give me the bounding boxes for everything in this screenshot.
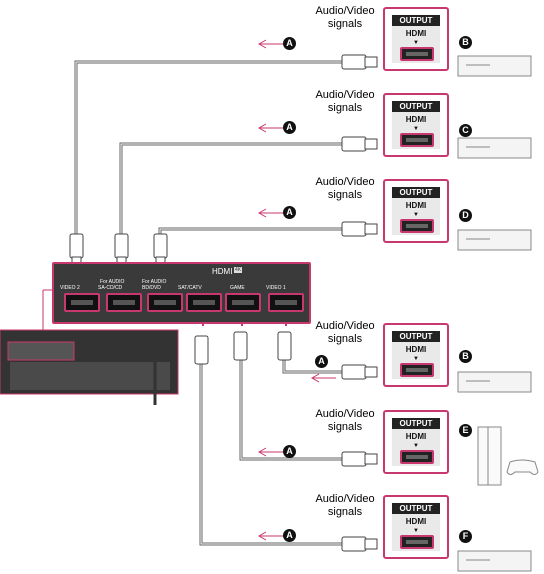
hdmi-label: HDMI — [405, 432, 427, 441]
down-triangle-icon: ▼ — [413, 126, 419, 132]
4k-badge: 4K — [234, 267, 243, 273]
output-label: OUTPUT — [392, 15, 440, 26]
device-output-panel: OUTPUT HDMI ▼ — [383, 7, 449, 71]
hdmi-panel-title: HDMI — [212, 267, 233, 276]
hdmi-label: HDMI — [405, 201, 427, 210]
down-triangle-icon: ▼ — [413, 212, 419, 218]
hdmi-label: HDMI — [405, 115, 427, 124]
output-label: OUTPUT — [392, 503, 440, 514]
device-output-panel: OUTPUT HDMI ▼ — [383, 179, 449, 243]
hdmi-label: HDMI — [405, 29, 427, 38]
callout-a: A — [283, 445, 296, 458]
hdmi-output-port — [400, 133, 434, 147]
signal-arrows — [257, 39, 336, 541]
receiver-unit — [0, 289, 179, 405]
device-badge: B — [459, 36, 472, 49]
hdmi-label: HDMI — [405, 345, 427, 354]
callout-a: A — [283, 37, 296, 50]
device-badge: F — [459, 530, 472, 543]
device-plugs — [341, 54, 378, 552]
hdmi-output-port — [400, 363, 434, 377]
hdmi-output-port — [400, 450, 434, 464]
port-label: SA-CD/CD — [98, 285, 123, 291]
hdmi-input-port — [268, 293, 304, 312]
down-triangle-icon: ▼ — [413, 443, 419, 449]
callout-a: A — [315, 355, 328, 368]
down-triangle-icon: ▼ — [413, 356, 419, 362]
callout-a: A — [283, 529, 296, 542]
port-label: GAME — [230, 285, 245, 291]
hdmi-input-port — [186, 293, 222, 312]
port-label: VIDEO 2 — [60, 285, 80, 291]
down-triangle-icon: ▼ — [413, 40, 419, 46]
device-badge: D — [459, 209, 472, 222]
port-label: SAT/CATV — [178, 285, 202, 291]
cable-bddvd — [158, 227, 345, 238]
device-output-panel: OUTPUT HDMI ▼ — [383, 323, 449, 387]
hdmi-input-port — [147, 293, 183, 312]
receiver-bottom-plugs — [194, 331, 292, 365]
device-badge: E — [459, 424, 472, 437]
output-label: OUTPUT — [392, 101, 440, 112]
callout-a: A — [283, 121, 296, 134]
device-output-panel: OUTPUT HDMI ▼ — [383, 410, 449, 474]
device-output-panel: OUTPUT HDMI ▼ — [383, 495, 449, 559]
output-label: OUTPUT — [392, 418, 440, 429]
device-badge: B — [459, 350, 472, 363]
hdmi-input-port — [225, 293, 261, 312]
callout-a: A — [283, 206, 296, 219]
port-sublabel: For AUDIO — [100, 279, 125, 285]
down-triangle-icon: ▼ — [413, 528, 419, 534]
port-label: VIDEO 1 — [266, 285, 286, 291]
hdmi-output-port — [400, 47, 434, 61]
port-label: BD/DVD — [142, 285, 161, 291]
hdmi-input-port — [106, 293, 142, 312]
output-label: OUTPUT — [392, 187, 440, 198]
hdmi-label: HDMI — [405, 517, 427, 526]
port-sublabel: For AUDIO — [142, 279, 167, 285]
cable-video2 — [74, 60, 345, 238]
output-label: OUTPUT — [392, 331, 440, 342]
hdmi-input-port — [64, 293, 100, 312]
hdmi-output-port — [400, 219, 434, 233]
game-console-icon — [477, 426, 539, 486]
device-players — [457, 55, 532, 572]
device-output-panel: OUTPUT HDMI ▼ — [383, 93, 449, 157]
receiver-hdmi-panel: HDMI 4K VIDEO 2 For AUDIO SA-CD/CD For A… — [52, 262, 311, 324]
hdmi-output-port — [400, 535, 434, 549]
device-badge: C — [459, 124, 472, 137]
